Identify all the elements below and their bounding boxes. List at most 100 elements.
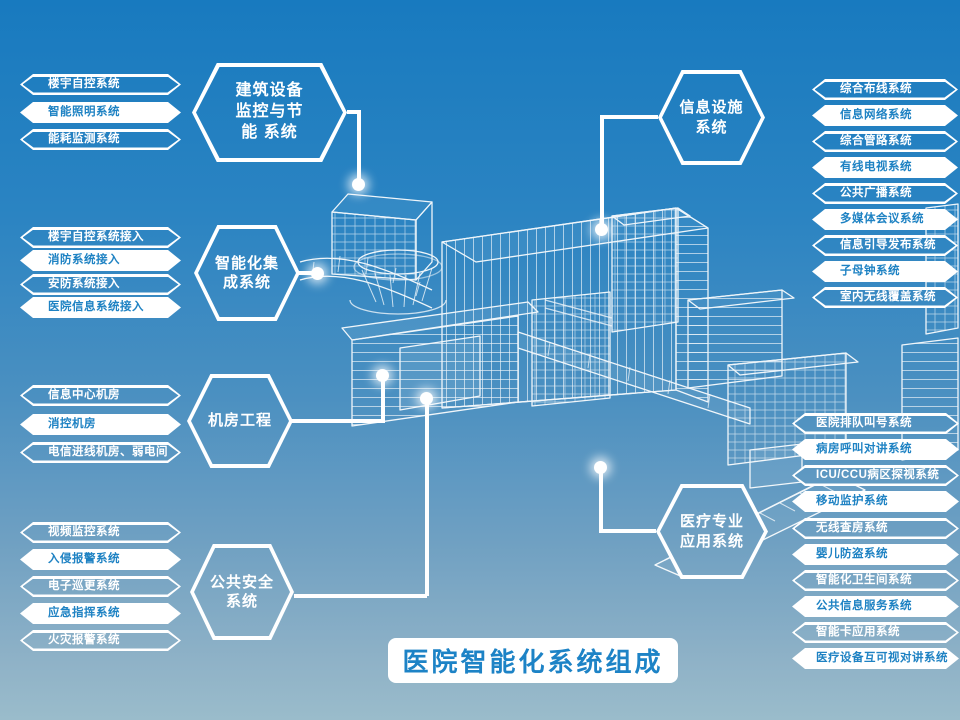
list-item: 医院信息系统接入: [20, 297, 181, 318]
list-item: 信息引导发布系统: [812, 235, 958, 256]
banner-shape: [20, 442, 181, 463]
banner-shape: [20, 630, 181, 651]
list-item-label: 医院排队叫号系统: [816, 417, 912, 429]
list-item: 视频监控系统: [20, 522, 181, 543]
hexagon-shape: [656, 484, 768, 579]
banner-shape: [792, 491, 959, 512]
list-item: 多媒体会议系统: [812, 209, 958, 230]
list-item-label: 信息引导发布系统: [840, 239, 936, 251]
banner-shape: [20, 385, 181, 406]
banner-shape: [792, 413, 959, 434]
hexagon-label: 公共安全 系统: [209, 573, 274, 611]
list-item-label: 能耗监测系统: [48, 133, 120, 145]
list-item: 病房呼叫对讲系统: [792, 439, 959, 460]
connector-line: [381, 376, 385, 421]
hexagon-shape: [658, 70, 765, 165]
list-item: 楼宇自控系统接入: [20, 227, 181, 248]
hexagon-shape: [187, 374, 293, 468]
connector-line: [291, 419, 385, 423]
list-item-label: 医院信息系统接入: [48, 301, 144, 313]
banner-shape: [792, 544, 959, 565]
list-item-label: 综合管路系统: [840, 135, 912, 147]
list-item-label: 医疗设备互可视对讲系统: [816, 652, 948, 664]
banner-shape: [20, 227, 181, 248]
banner-shape: [812, 209, 958, 230]
list-item-label: 楼宇自控系统接入: [48, 231, 144, 243]
list-item: 信息中心机房: [20, 385, 181, 406]
banner-shape: [792, 518, 959, 539]
banner-shape: [812, 131, 958, 152]
connector-line: [297, 271, 317, 275]
banner-shape: [812, 235, 958, 256]
list-item: 公共广播系统: [812, 183, 958, 204]
list-item: 应急指挥系统: [20, 603, 181, 624]
banner-shape: [20, 274, 181, 295]
hexagon-label: 机房工程: [207, 412, 272, 430]
connector-line: [294, 594, 427, 598]
list-item: 电信进线机房、弱电间: [20, 442, 181, 463]
hexagon-shape: [194, 225, 300, 321]
list-item: 能耗监测系统: [20, 129, 181, 150]
list-item: 医院排队叫号系统: [792, 413, 959, 434]
banner-shape: [792, 622, 959, 643]
banner-shape: [812, 183, 958, 204]
banner-shape: [812, 157, 958, 178]
list-item-label: 无线查房系统: [816, 522, 888, 534]
list-item-label: 室内无线覆盖系统: [840, 291, 936, 303]
connector-dot: [595, 223, 608, 236]
list-item-label: 安防系统接入: [48, 278, 120, 290]
list-item-label: 综合布线系统: [840, 83, 912, 95]
list-item: 无线查房系统: [792, 518, 959, 539]
banner-shape: [20, 129, 181, 150]
list-item: 智能照明系统: [20, 102, 181, 123]
list-item-label: 消控机房: [48, 418, 96, 430]
hexagon-label: 医疗专业 应用系统: [679, 513, 744, 550]
banner-shape: [792, 596, 959, 617]
list-item-label: 信息中心机房: [48, 389, 120, 401]
list-item: 医疗设备互可视对讲系统: [792, 648, 959, 669]
connector-dot: [352, 178, 365, 191]
hexagon-information-facility: 信息设施 系统: [658, 70, 765, 165]
list-item: 消控机房: [20, 414, 181, 435]
banner-shape: [20, 576, 181, 597]
page-title-label: 医院智能化系统组成: [402, 647, 664, 677]
banner-shape: [20, 603, 181, 624]
list-item-label: 电信进线机房、弱电间: [48, 446, 168, 458]
list-item: 电子巡更系统: [20, 576, 181, 597]
list-item-label: 消防系统接入: [48, 254, 120, 266]
banner-shape: [20, 297, 181, 318]
list-item: 有线电视系统: [812, 157, 958, 178]
list-item: 子母钟系统: [812, 261, 958, 282]
list-item: 综合布线系统: [812, 79, 958, 100]
hexagon-public-safety: 公共安全 系统: [190, 544, 294, 640]
list-item: ICU/CCU病区探视系统: [792, 465, 959, 486]
list-item-label: 子母钟系统: [840, 265, 900, 277]
connector-line: [600, 115, 658, 119]
connector-dot: [594, 461, 607, 474]
connector-line: [599, 529, 656, 533]
list-item-label: 病房呼叫对讲系统: [816, 443, 912, 455]
banner-shape: [20, 102, 181, 123]
list-item-label: 公共广播系统: [840, 187, 912, 199]
banner-shape: [792, 439, 959, 460]
list-item-label: 火灾报警系统: [48, 634, 120, 646]
hexagon-machine-room-engineering: 机房工程: [187, 374, 293, 468]
banner-shape: [20, 414, 181, 435]
list-item-label: 有线电视系统: [840, 161, 912, 173]
hexagon-shape: [190, 544, 294, 640]
list-item: 安防系统接入: [20, 274, 181, 295]
list-item-label: 智能化卫生间系统: [816, 574, 912, 586]
banner-shape: [812, 287, 958, 308]
connector-line: [347, 110, 361, 114]
list-item-label: 智能卡应用系统: [816, 626, 900, 638]
list-item-label: 入侵报警系统: [48, 553, 120, 565]
connector-line: [357, 110, 361, 185]
banner-shape: [20, 250, 181, 271]
hexagon-label: 信息设施 系统: [679, 99, 744, 136]
list-item-label: 公共信息服务系统: [816, 600, 912, 612]
hexagon-building-equipment-energy: 建筑设备 监控与节 能 系统: [192, 63, 347, 162]
banner-shape: [20, 74, 181, 95]
list-item-label: 应急指挥系统: [48, 607, 120, 619]
list-item-label: 婴儿防盗系统: [816, 548, 888, 560]
